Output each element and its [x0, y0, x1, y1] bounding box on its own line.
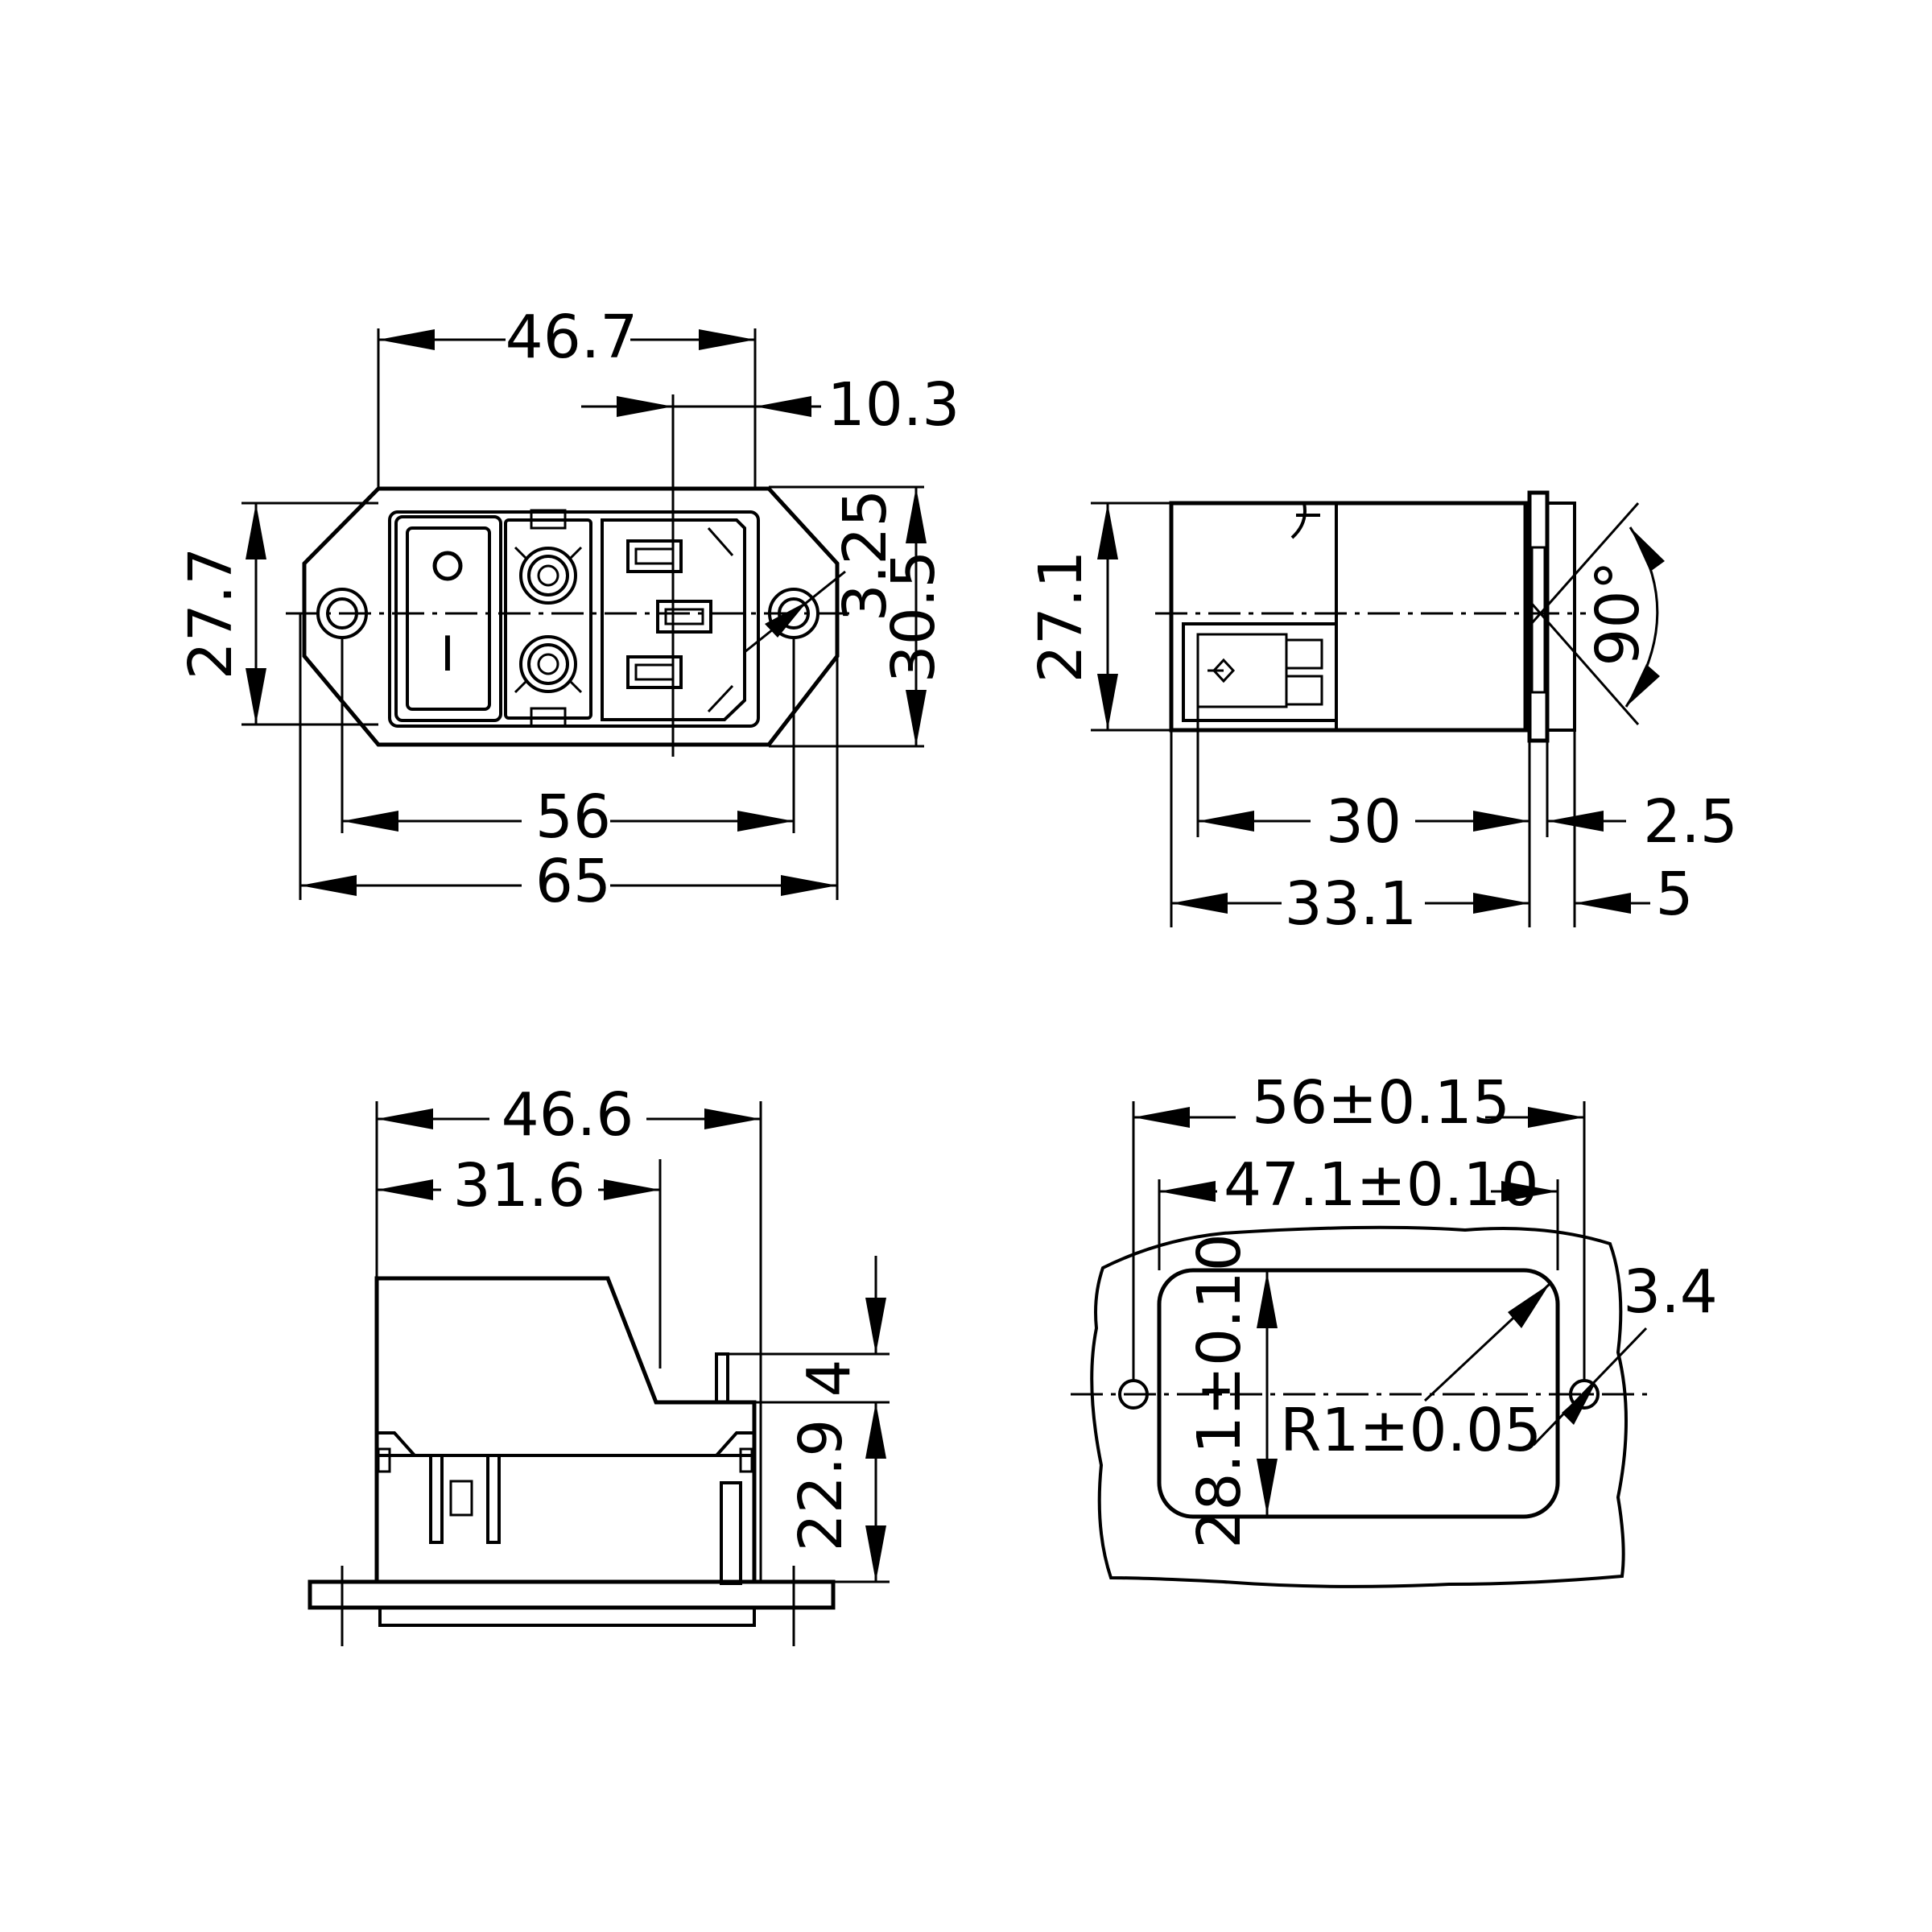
- inlet-pin-top: [626, 539, 683, 573]
- dim-5: 5: [1655, 860, 1693, 929]
- bottom-view: 46.6 31.6 4 22.9: [308, 1080, 890, 1646]
- front-view: I: [176, 303, 960, 916]
- dim-4: 4: [795, 1359, 864, 1397]
- dim-90-deg: 90°: [1583, 560, 1653, 666]
- inlet-pin-earth: [656, 600, 712, 634]
- dim-46-7: 46.7: [506, 303, 638, 372]
- switch-off-symbol: [432, 551, 463, 581]
- dim-3-25: 3.25: [831, 489, 900, 622]
- dim-27-1: 27.1: [1026, 551, 1096, 683]
- dim-2-5: 2.5: [1643, 787, 1738, 857]
- dim-r1-tol: R1±0.05: [1280, 1396, 1542, 1465]
- dim-3-4: 3.4: [1623, 1257, 1718, 1327]
- dim-47-1-tol: 47.1±0.10: [1224, 1150, 1539, 1220]
- dim-30-5: 30.5: [879, 551, 948, 683]
- side-view: 90° 27.1 30 2.5 33.1 5: [1026, 490, 1738, 939]
- dim-30: 30: [1326, 787, 1402, 857]
- bottom-flange: [308, 1579, 836, 1610]
- iec-inlet: [601, 518, 746, 721]
- dim-46-6: 46.6: [502, 1080, 634, 1150]
- rocker-switch: I: [394, 515, 502, 722]
- front-body-recess: [388, 510, 760, 728]
- side-terminal: [1182, 622, 1338, 722]
- bottom-body-outline: [374, 1276, 757, 1582]
- dim-56-tol: 56±0.15: [1252, 1068, 1510, 1137]
- dim-33-1: 33.1: [1285, 869, 1418, 939]
- dim-22-9: 22.9: [786, 1419, 856, 1552]
- front-flange-outline: [302, 486, 840, 747]
- dim-65: 65: [535, 847, 611, 916]
- switch-on-symbol: I: [440, 626, 455, 683]
- panel-cutout-view: 56±0.15 47.1±0.10 28.1±0.10 R1±0.05 3.4: [1071, 1064, 1718, 1588]
- inlet-pin-bottom: [626, 655, 683, 689]
- dim-28-1-tol: 28.1±0.10: [1185, 1233, 1254, 1549]
- panel-outline: [1090, 1225, 1628, 1588]
- dim-56: 56: [535, 782, 611, 852]
- fuse-holder: [504, 509, 592, 728]
- dim-10-3: 10.3: [828, 370, 960, 440]
- dim-31-6: 31.6: [453, 1151, 586, 1220]
- dim-27-7: 27.7: [176, 547, 246, 680]
- side-body: [1169, 501, 1528, 733]
- dim-56-tol-text: 56±0.15: [1252, 1068, 1510, 1137]
